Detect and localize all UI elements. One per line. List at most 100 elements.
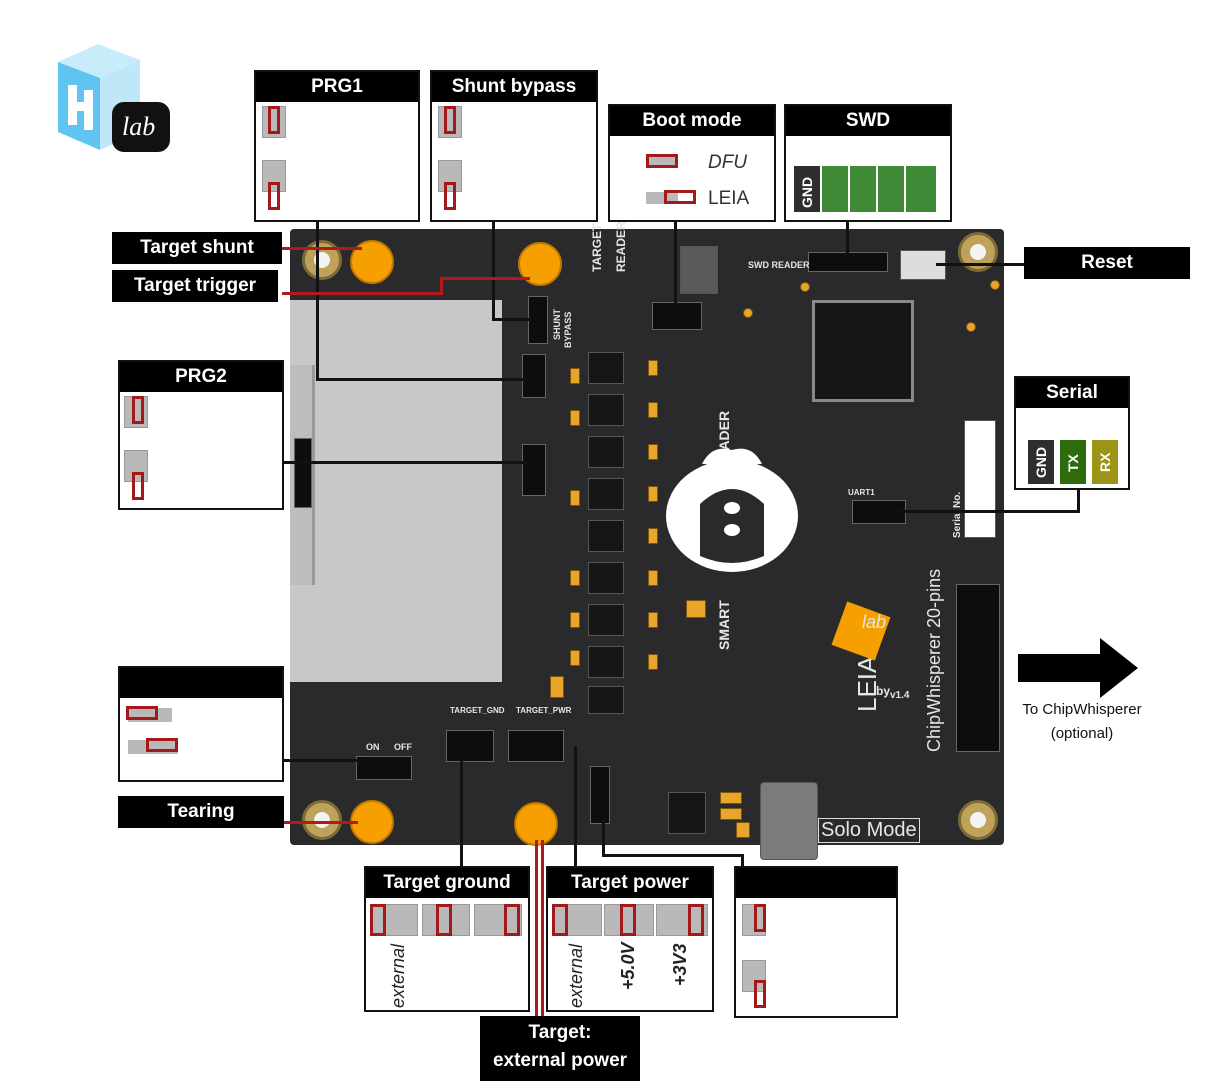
- silk-chipwhisperer: ChipWhisperer 20-pins: [924, 569, 945, 752]
- silk-solo-mode: Solo Mode: [818, 818, 920, 843]
- mcu-chip: [812, 300, 914, 402]
- ic-u1200: [588, 562, 624, 594]
- ic-u1500: [588, 520, 624, 552]
- boot-mode-callout: Boot mode DFU LEIA: [608, 104, 776, 222]
- testpoint: [800, 282, 810, 292]
- boot-header: [652, 302, 702, 330]
- ic-u1600: [588, 436, 624, 468]
- smartcard-insert: [290, 300, 502, 682]
- left-header-strip: [294, 438, 312, 508]
- prg1-title: PRG1: [256, 72, 418, 102]
- wire-onoff: [284, 759, 364, 762]
- wire-serial-v: [1077, 488, 1080, 512]
- target-pwr-header: [508, 730, 564, 762]
- usb-connector: [760, 782, 818, 860]
- silk-shunt: SHUNT: [552, 309, 562, 340]
- prg2-callout: PRG2: [118, 360, 284, 510]
- target-power-title: Target power: [548, 868, 712, 898]
- silk-version: v1.4: [890, 690, 909, 701]
- target-power-external-label: external: [566, 944, 587, 1008]
- mount-hole-bl: [302, 800, 342, 840]
- silk-lab: lab: [862, 612, 886, 633]
- prg1-callout: PRG1: [254, 70, 420, 222]
- wire-target-pwr: [574, 746, 577, 868]
- target-power-5v-label: +5.0V: [618, 942, 639, 990]
- cap: [648, 444, 658, 460]
- ic-u1300: [588, 394, 624, 426]
- wire-prg1-h: [316, 378, 530, 381]
- silk-reader-top: READER: [614, 221, 628, 272]
- cap: [570, 368, 580, 384]
- target-ground-title: Target ground: [366, 868, 528, 898]
- cap: [686, 600, 706, 618]
- ic-u1700: [588, 352, 624, 384]
- cap: [550, 676, 564, 698]
- wire-shunt-h: [492, 318, 532, 321]
- wire-ext-power-b: [541, 840, 544, 1016]
- wire-target-shunt: [282, 247, 362, 250]
- cap: [570, 410, 580, 426]
- chipwhisperer-header: [956, 584, 1000, 752]
- tearing-header: [356, 756, 412, 780]
- shunt-bypass-callout: Shunt bypass: [430, 70, 598, 222]
- ic-u5001: [588, 686, 624, 714]
- wire-boot: [674, 220, 677, 304]
- wire-target-trigger-h2: [440, 277, 530, 280]
- tearing-tag: Tearing: [118, 796, 284, 828]
- crystal: [680, 246, 718, 294]
- swd-title: SWD: [786, 106, 950, 136]
- mount-hole-br: [958, 800, 998, 840]
- target-power-callout: Target power external +5.0V +3V3: [546, 866, 714, 1012]
- silk-target-pwr: TARGET_PWR: [516, 706, 571, 715]
- cap: [648, 360, 658, 376]
- serial-title: Serial: [1016, 378, 1128, 408]
- cap: [648, 402, 658, 418]
- silk-target: TARGET: [590, 224, 604, 272]
- cap: [570, 570, 580, 586]
- cap: [736, 822, 750, 838]
- serial-gnd-label: GND: [1033, 447, 1049, 478]
- cap: [648, 528, 658, 544]
- silk-leia: LEIA: [852, 656, 883, 712]
- target-power-3v3-label: +3V3: [670, 943, 691, 986]
- wire-solo-v: [602, 818, 605, 856]
- wire-target-trigger-h: [282, 292, 442, 295]
- cap: [648, 612, 658, 628]
- wire-prg2: [284, 461, 528, 464]
- cap: [570, 490, 580, 506]
- prg1-header: [522, 354, 546, 398]
- wire-shunt-v: [492, 220, 495, 320]
- power-switch-callout: [118, 666, 284, 782]
- wire-ext-power-a: [535, 840, 538, 1016]
- leia-mascot: [662, 444, 802, 574]
- target-ext-power-line2: external power: [480, 1047, 640, 1075]
- silk-bypass: BYPASS: [563, 312, 573, 348]
- cap: [648, 654, 658, 670]
- silk-on: ON: [366, 742, 380, 752]
- prg2-title: PRG2: [120, 362, 282, 392]
- wire-serial-h: [896, 510, 1080, 513]
- logo-text: lab: [122, 112, 155, 142]
- boot-leia-label: LEIA: [708, 188, 749, 210]
- silk-serial-no: Serial No.: [952, 492, 963, 538]
- wire-target-gnd: [460, 756, 463, 868]
- target-ext-power-tag: Target: external power: [480, 1016, 640, 1081]
- target-trigger-tag: Target trigger: [112, 270, 278, 302]
- cap: [720, 808, 742, 820]
- ic-u1100: [588, 478, 624, 510]
- testpoint: [743, 308, 753, 318]
- shunt-bypass-title: Shunt bypass: [432, 72, 596, 102]
- serial-tx-label: TX: [1065, 454, 1081, 472]
- swd-gnd-label: GND: [799, 177, 815, 208]
- to-chipwhisperer-label: To ChipWhisperer (optional): [1010, 698, 1154, 746]
- boot-dfu-label: DFU: [708, 152, 747, 174]
- silk-smart: SMART: [716, 600, 732, 650]
- testpoint: [990, 280, 1000, 290]
- regulator: [668, 792, 706, 834]
- mount-hole-tl: [302, 240, 342, 280]
- silk-swd-reader: SWD READER: [748, 260, 810, 270]
- serial-callout: Serial GND TX RX: [1014, 376, 1130, 490]
- ic-u1800: [588, 604, 624, 636]
- target-ext-power-line1: Target:: [480, 1019, 640, 1047]
- silk-target-gnd: TARGET_GND: [450, 706, 505, 715]
